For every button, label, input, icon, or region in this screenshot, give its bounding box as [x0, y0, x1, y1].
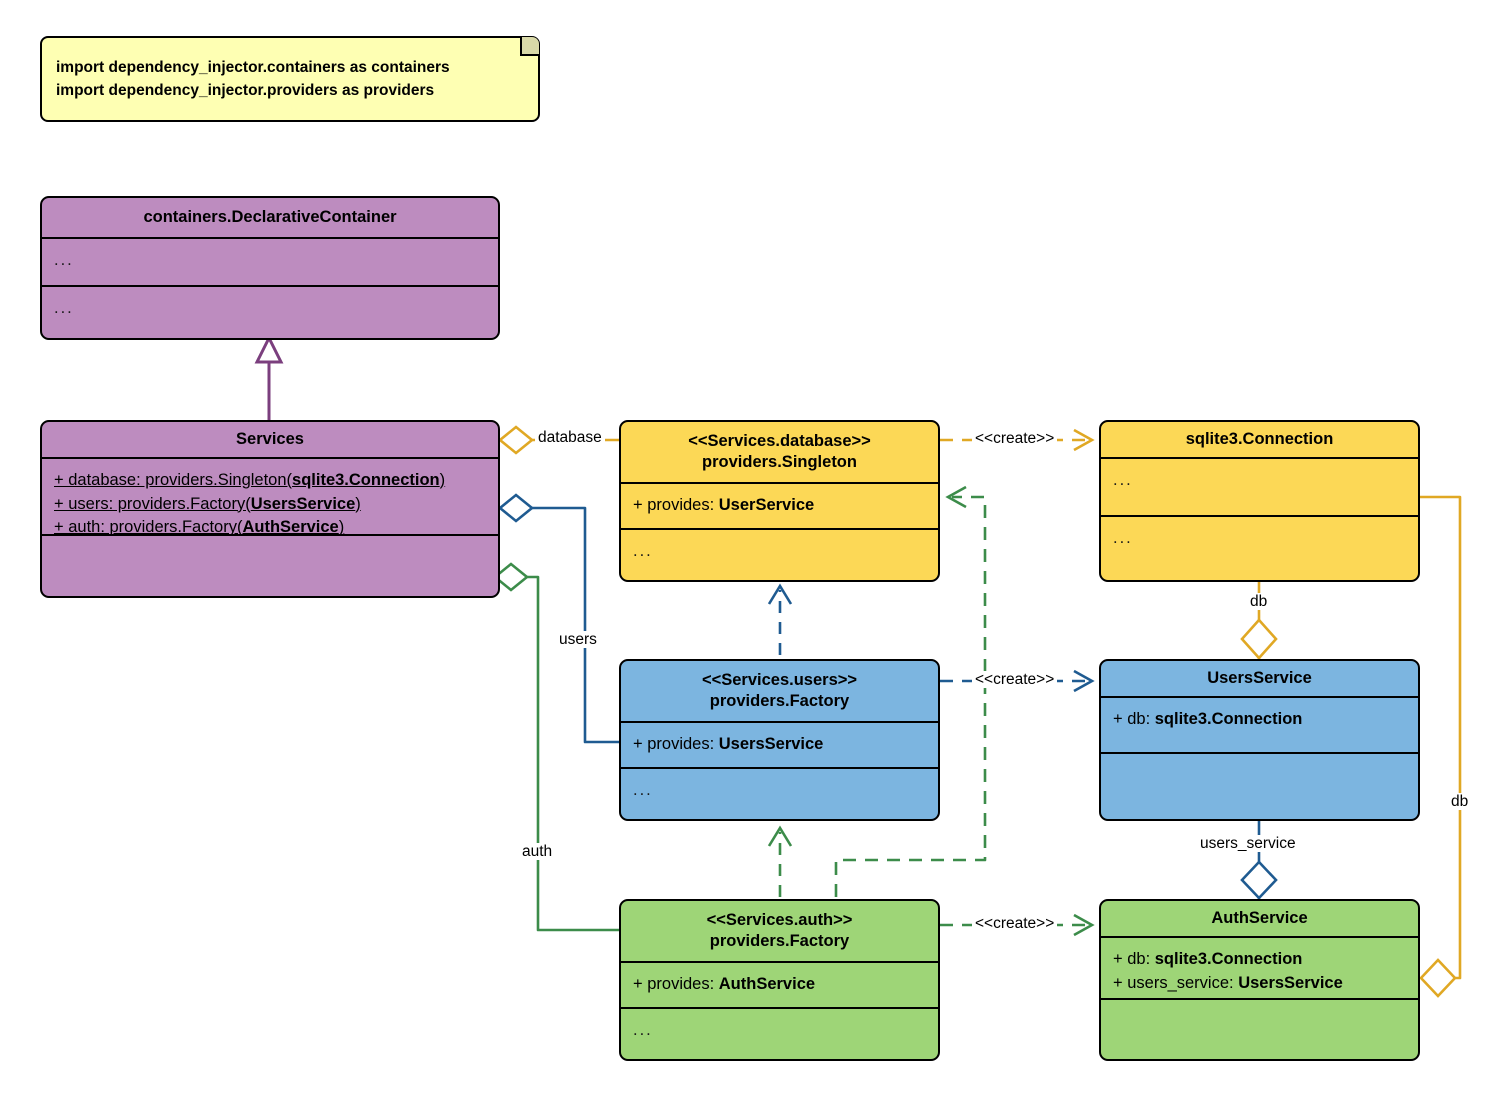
class-title-users-service: UsersService [1207, 669, 1312, 687]
class-attributes-services-auth: + provides: AuthService [621, 961, 938, 1007]
attribute-users-service-auth-service: + users_service: UsersService [1113, 973, 1343, 992]
class-attributes-auth-service: + db: sqlite3.Connection + users_service… [1101, 936, 1418, 998]
edge-association-usersservice-authservice [1240, 821, 1278, 900]
class-operations-services [42, 534, 498, 574]
class-declarative-container[interactable]: containers.DeclarativeContainer ... ... [40, 196, 500, 340]
class-attributes-services: + database: providers.Singleton(sqlite3.… [42, 457, 498, 536]
class-title-sqlite3-connection: sqlite3.Connection [1185, 430, 1334, 448]
import-note-line-1: import dependency_injector.containers as… [56, 59, 450, 76]
class-attributes-users-service: + db: sqlite3.Connection [1101, 696, 1418, 752]
classname-services-auth: providers.Factory [709, 932, 850, 951]
class-services-database[interactable]: <<Services.database>> providers.Singleto… [619, 420, 940, 582]
class-title-declarative-container: containers.DeclarativeContainer [143, 208, 397, 226]
class-attributes-sqlite3-connection: ... [1101, 457, 1418, 515]
class-attributes-services-users: + provides: UsersService [621, 721, 938, 767]
class-operations-declarative-container: ... [42, 285, 498, 333]
stereotype-services-auth: <<Services.auth>> [706, 911, 853, 929]
class-users-service[interactable]: UsersService + db: sqlite3.Connection [1099, 659, 1420, 821]
class-operations-services-auth: ... [621, 1007, 938, 1053]
stereotype-services-users: <<Services.users>> [701, 671, 858, 689]
classname-services-users: providers.Factory [709, 692, 850, 711]
edge-label-create-users: <<create>> [972, 671, 1058, 689]
edge-label-users-service: users_service [1197, 835, 1299, 853]
class-operations-auth-service [1101, 998, 1418, 1048]
edge-label-create-database: <<create>> [972, 430, 1058, 448]
attribute-db-auth-service: + db: sqlite3.Connection [1113, 950, 1303, 969]
class-sqlite3-connection[interactable]: sqlite3.Connection ... ... [1099, 420, 1420, 582]
edge-label-database: database [535, 429, 605, 447]
edge-dependency-auth-to-users [767, 825, 793, 897]
attribute-users: + users: providers.Factory(UsersService) [54, 494, 361, 513]
class-operations-services-database: ... [621, 528, 938, 574]
class-auth-service[interactable]: AuthService + db: sqlite3.Connection + u… [1099, 899, 1420, 1061]
edge-dependency-users-to-database [767, 583, 793, 655]
class-operations-sqlite3-connection: ... [1101, 515, 1418, 577]
class-attributes-declarative-container: ... [42, 237, 498, 285]
edge-generalization-services [254, 334, 284, 420]
class-services[interactable]: Services + database: providers.Singleton… [40, 420, 500, 598]
classname-services-database: providers.Singleton [702, 453, 857, 472]
note-fold-icon [520, 37, 539, 56]
edge-label-users: users [556, 631, 600, 649]
edge-label-auth: auth [519, 843, 556, 861]
class-attributes-services-database: + provides: UserService [621, 482, 938, 528]
class-services-users[interactable]: <<Services.users>> providers.Factory + p… [619, 659, 940, 821]
stereotype-services-database: <<Services.database>> [688, 432, 871, 450]
attribute-database: + database: providers.Singleton(sqlite3.… [54, 471, 446, 490]
attribute-auth: + auth: providers.Factory(AuthService) [54, 517, 345, 536]
edge-label-db-authservice: db [1448, 793, 1472, 811]
provides-value-database: UserService [718, 496, 815, 515]
class-title-services-users: <<Services.users>> providers.Factory [621, 661, 938, 721]
class-services-auth[interactable]: <<Services.auth>> providers.Factory + pr… [619, 899, 940, 1061]
edge-aggregation-auth [492, 562, 619, 932]
provides-value-users: UsersService [718, 735, 824, 754]
attribute-db-type-users-service: sqlite3.Connection [1154, 710, 1303, 729]
class-title-auth-service: AuthService [1211, 909, 1308, 927]
import-note-line-2: import dependency_injector.providers as … [56, 82, 435, 100]
import-note: import dependency_injector.containers as… [40, 36, 540, 122]
class-operations-users-service [1101, 752, 1418, 810]
edge-label-db-usersservice: db [1247, 593, 1271, 611]
class-title-services-database: <<Services.database>> providers.Singleto… [621, 422, 938, 482]
class-operations-services-users: ... [621, 767, 938, 813]
provides-value-auth: AuthService [718, 975, 816, 994]
edge-association-db-authservice [1419, 495, 1462, 998]
edge-label-create-auth: <<create>> [972, 915, 1058, 933]
edge-aggregation-users [497, 493, 619, 744]
class-title-services-auth: <<Services.auth>> providers.Factory [621, 901, 938, 961]
class-title-services: Services [236, 430, 304, 448]
